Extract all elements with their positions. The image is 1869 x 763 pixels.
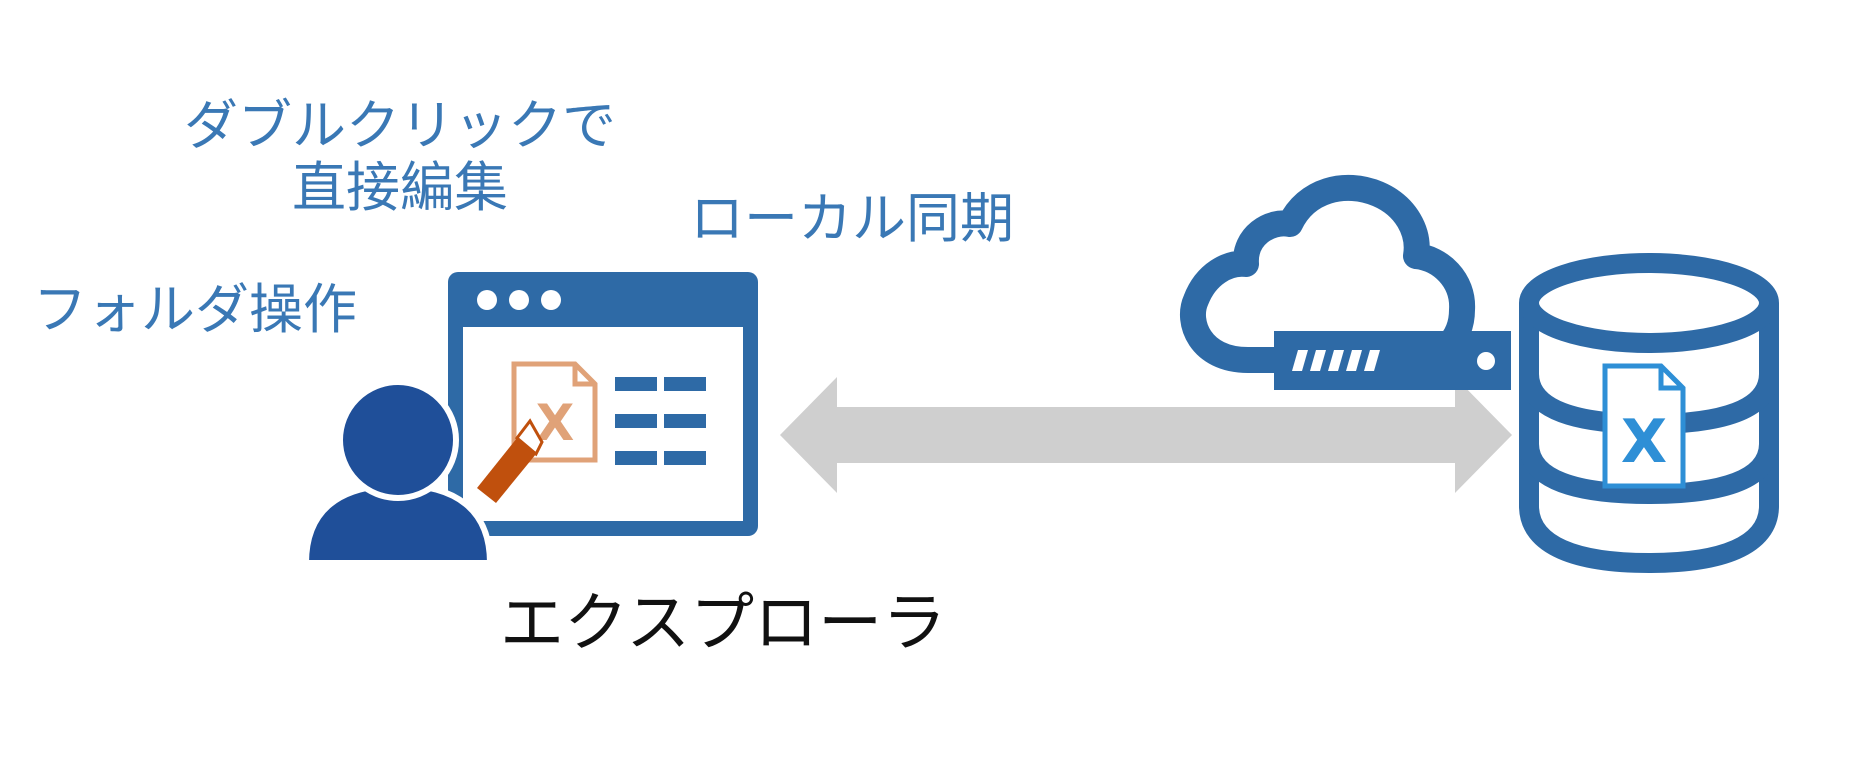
user-icon — [302, 379, 494, 566]
double-click-edit-label: ダブルクリックで 直接編集 — [180, 95, 620, 219]
local-sync-label: ローカル同期 — [690, 187, 1014, 250]
svg-text:X: X — [1621, 407, 1667, 477]
pencil-icon — [477, 418, 544, 503]
double-click-line1: ダブルクリックで — [184, 94, 616, 157]
sync-double-arrow-icon — [780, 377, 1512, 493]
explorer-label: エクスプローラ — [500, 587, 947, 661]
cloud-icon — [1180, 174, 1476, 373]
explorer-window-icon — [448, 272, 758, 536]
excel-file-icon-remote: X — [1602, 363, 1686, 489]
double-click-line2: 直接編集 — [292, 156, 508, 219]
server-icon — [1274, 331, 1511, 390]
folder-operation-label: フォルダ操作 — [33, 278, 357, 341]
